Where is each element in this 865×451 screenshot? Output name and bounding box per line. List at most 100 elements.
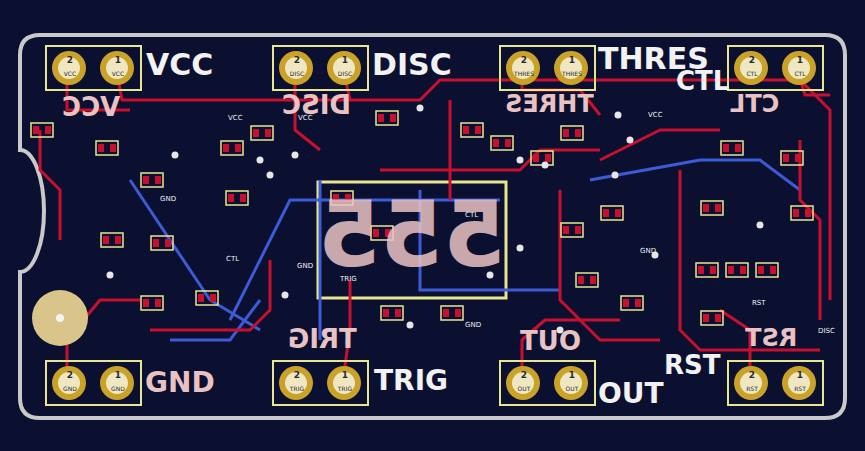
component-label: GND (640, 248, 656, 255)
via (282, 292, 289, 299)
component-label: RST (752, 300, 766, 307)
footprint (221, 141, 243, 155)
pin-name: OUT (501, 386, 547, 392)
trace (449, 100, 452, 200)
net-label: TRIG (374, 367, 448, 395)
pin-name: RST (777, 386, 823, 392)
pin-header: 2OUT1OUT (499, 360, 596, 406)
pin-number: 2 (274, 56, 320, 65)
component-label: VCC (648, 112, 663, 119)
via (257, 157, 264, 164)
pin-number: 1 (322, 371, 368, 380)
pin-name: CTL (729, 71, 775, 77)
pin-name: TRIG (274, 386, 320, 392)
component-label: DISC (818, 328, 835, 335)
pin-header: 2RST1RST (727, 360, 824, 406)
ic-silkscreen (318, 182, 506, 298)
trace (800, 140, 820, 320)
pin-name: GND (95, 386, 141, 392)
pin-name: GND (47, 386, 93, 392)
pin-header: 2DISC1DISC (272, 45, 369, 91)
pin-name: THRES (549, 71, 595, 77)
pin-name: TRIG (322, 386, 368, 392)
header-pads (52, 51, 816, 400)
via (517, 157, 524, 164)
via (417, 105, 424, 112)
pin-name: OUT (549, 386, 595, 392)
pin-number: 1 (549, 371, 595, 380)
mirrored-silkscreen: VCC (62, 94, 120, 120)
pin-header: 2TRIG1TRIG (272, 360, 369, 406)
trace (380, 150, 600, 170)
pin-number: 1 (95, 56, 141, 65)
footprint (141, 296, 163, 310)
footprint (381, 306, 403, 320)
mirrored-silkscreen: DISC (282, 92, 351, 118)
footprint (226, 191, 248, 205)
component-label: CTL (465, 212, 478, 219)
mirrored-silkscreen: RST (745, 326, 797, 350)
pin-header: 2VCC1VCC (45, 45, 142, 91)
footprint (376, 111, 398, 125)
via (612, 172, 619, 179)
footprint (561, 126, 583, 140)
net-label: GND (145, 369, 215, 397)
via (542, 162, 549, 169)
footprint (441, 306, 463, 320)
footprint (701, 201, 723, 215)
pin-header: 2GND1GND (45, 360, 142, 406)
trace (40, 130, 60, 240)
via (615, 112, 622, 119)
trace (130, 180, 260, 330)
net-label: RST (664, 352, 720, 378)
pin-name: DISC (274, 71, 320, 77)
footprint (561, 223, 583, 237)
footprint (576, 273, 598, 287)
vias (107, 105, 764, 334)
pin-header: 2THRES1THRES (499, 45, 596, 91)
mirrored-silkscreen: OUT (520, 328, 581, 354)
trace (590, 160, 800, 190)
via (757, 222, 764, 229)
net-label: VCC (146, 50, 213, 80)
mounting-pad (32, 290, 88, 346)
trace (170, 300, 260, 340)
board-outline (20, 35, 845, 418)
footprint (461, 123, 483, 137)
footprint (151, 236, 173, 250)
net-label: DISC (372, 50, 452, 80)
footprint (531, 151, 553, 165)
pin-number: 1 (777, 56, 823, 65)
trace (150, 260, 270, 330)
pin-name: DISC (322, 71, 368, 77)
pin-name: RST (729, 386, 775, 392)
via (627, 137, 634, 144)
mounting-hole (32, 290, 88, 346)
footprints (31, 111, 813, 325)
pin-header: 2CTL1CTL (727, 45, 824, 91)
mirrored-silkscreen: CTL (730, 92, 779, 116)
bottom-traces (130, 160, 800, 340)
mounting-drill (56, 314, 64, 322)
footprint (101, 233, 123, 247)
via (407, 322, 414, 329)
footprint (621, 296, 643, 310)
via (517, 245, 524, 252)
top-traces (40, 68, 830, 380)
pin-number: 2 (47, 56, 93, 65)
footprint (701, 311, 723, 325)
footprint (726, 263, 748, 277)
via (267, 172, 274, 179)
trace (560, 190, 660, 340)
component-label: GND (297, 263, 313, 270)
pin-number: 1 (549, 56, 595, 65)
pin-number: 2 (501, 56, 547, 65)
pin-name: THRES (501, 71, 547, 77)
component-label: VCC (228, 115, 243, 122)
component-label: TRIG (340, 276, 357, 283)
pin-number: 2 (729, 371, 775, 380)
footprint (601, 206, 623, 220)
pin-name: CTL (777, 71, 823, 77)
net-label: CTL (676, 68, 729, 94)
